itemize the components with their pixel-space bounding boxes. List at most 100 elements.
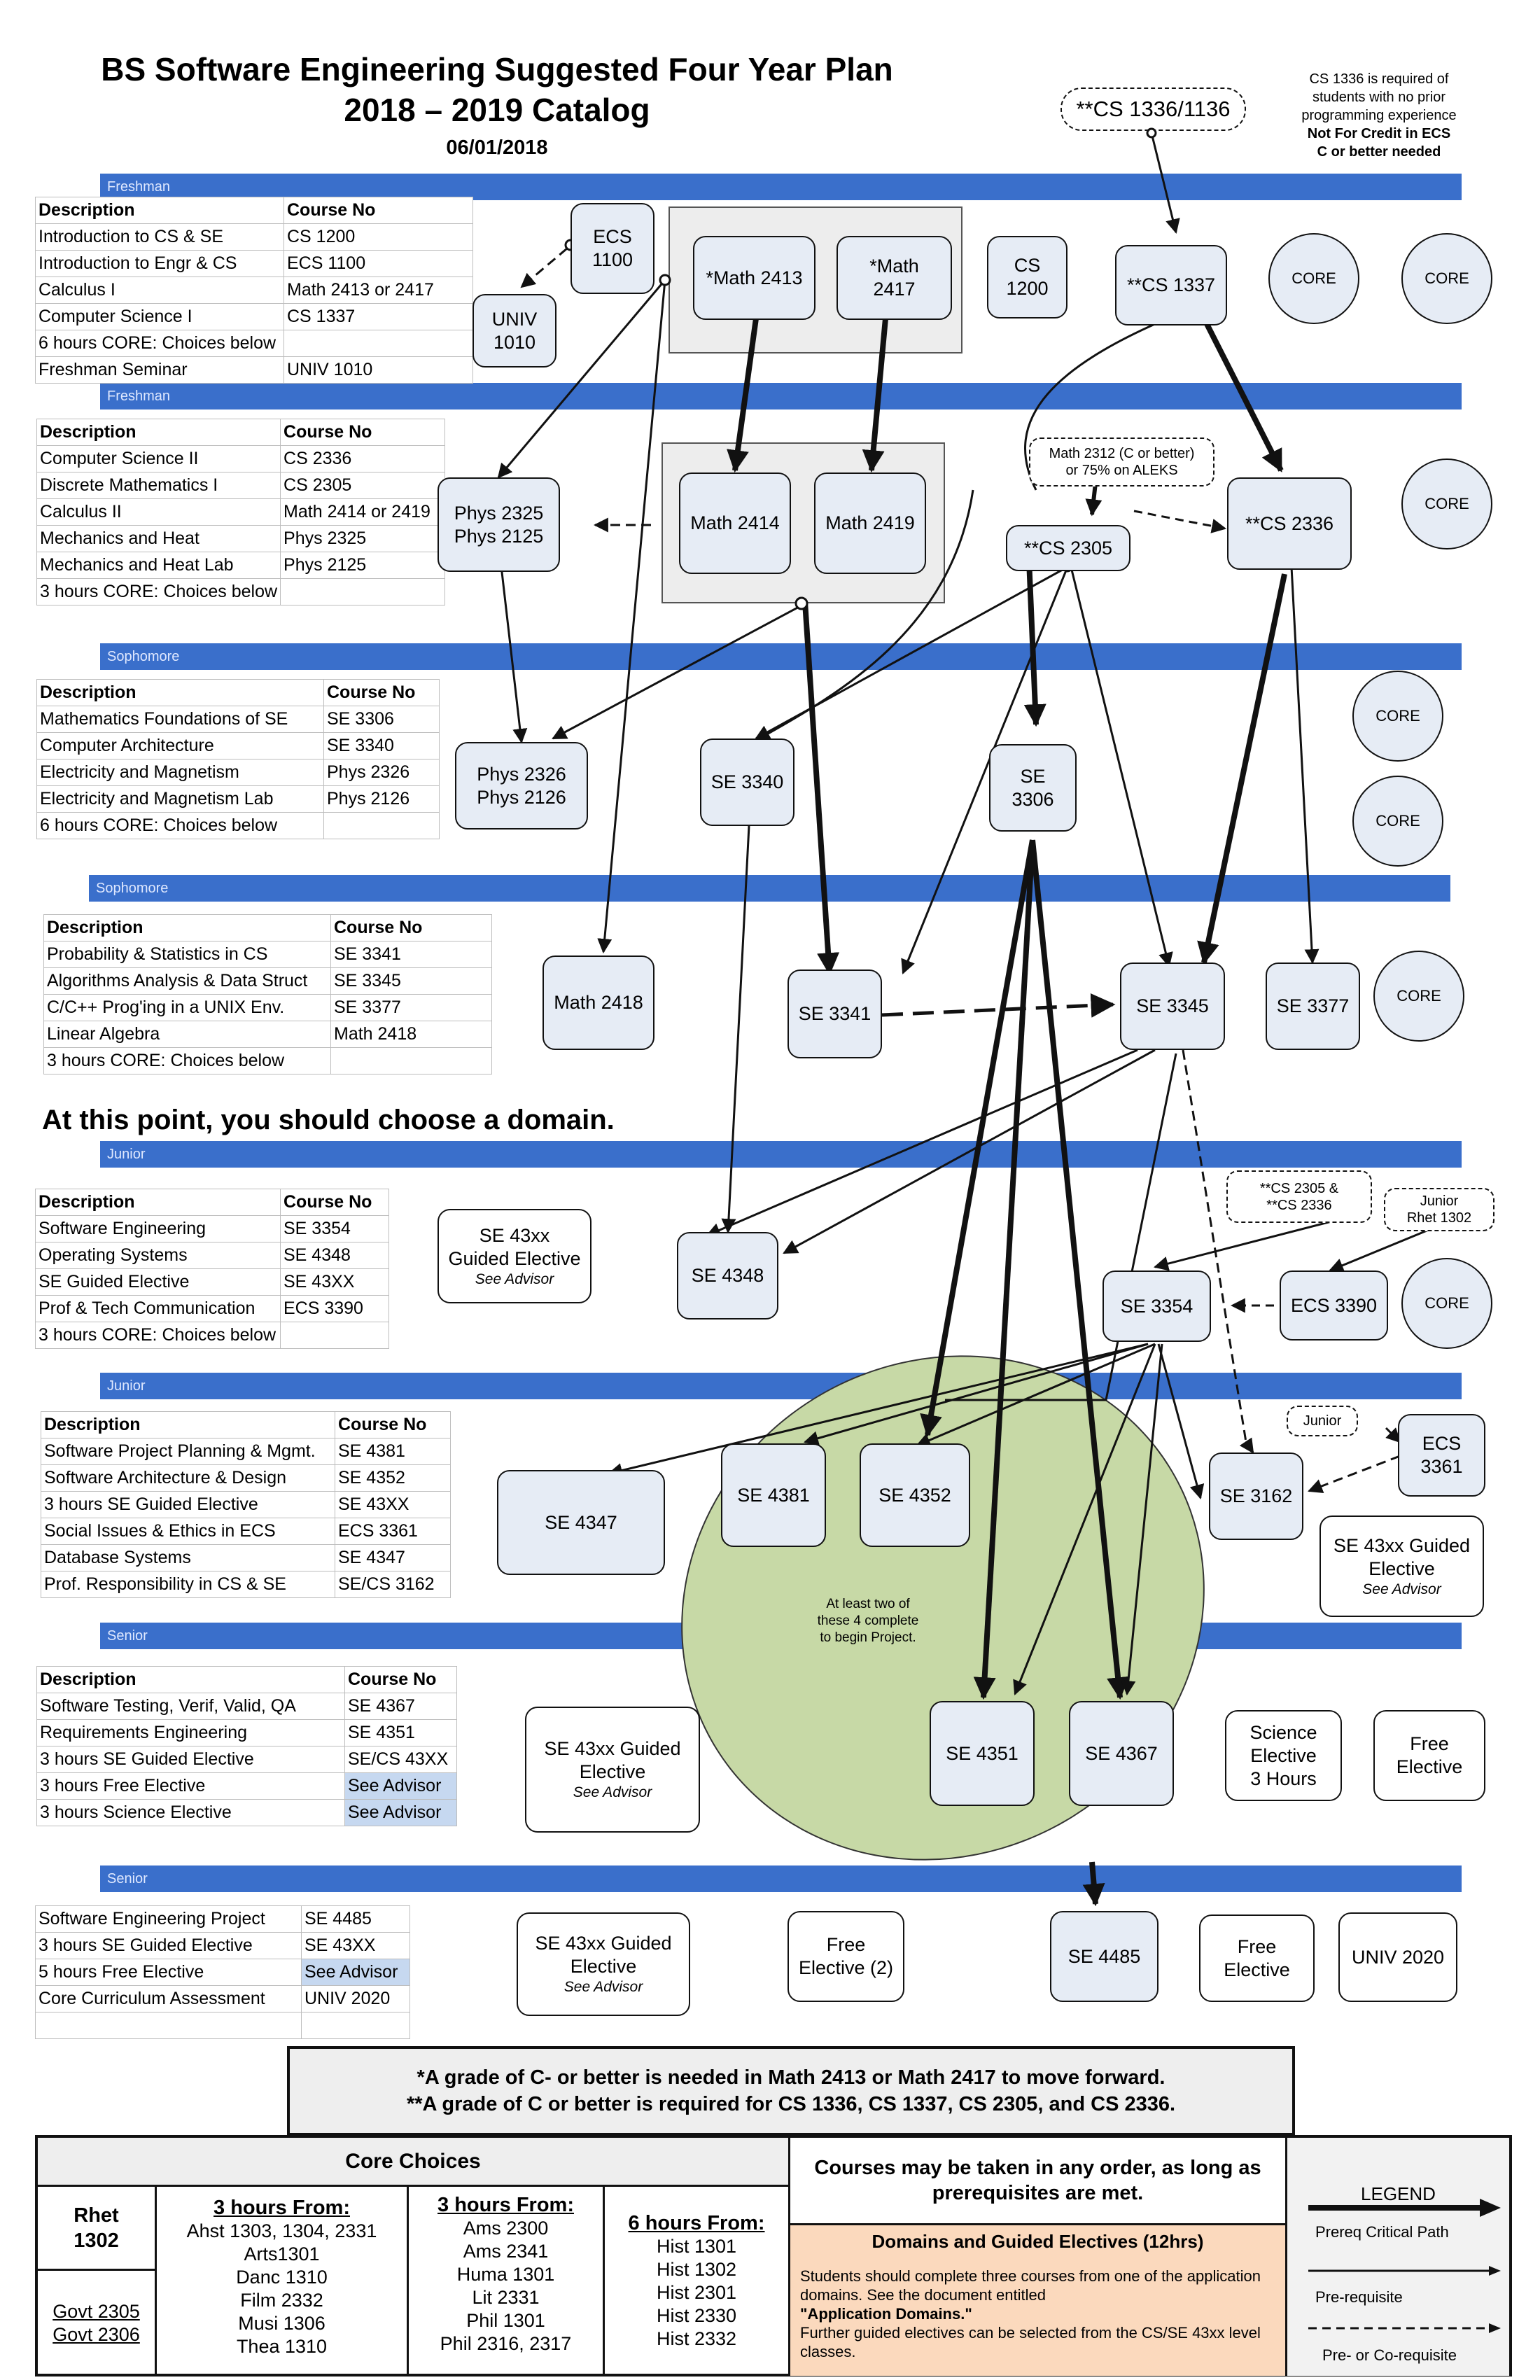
grade-note-line: **A grade of C or better is required for…: [406, 2093, 1176, 2115]
course-no: SE 4351: [344, 1719, 457, 1746]
any-order-note: Courses may be taken in any order, as lo…: [790, 2138, 1287, 2225]
node-se4381[interactable]: SE 4381: [721, 1443, 826, 1547]
node-se3345[interactable]: SE 3345: [1120, 962, 1225, 1050]
band-senior-2: Senior: [100, 1865, 1462, 1892]
hdr-desc: Description: [36, 679, 324, 706]
course-desc: Probability & Statistics in CS: [43, 941, 331, 968]
node-se4352[interactable]: SE 4352: [860, 1443, 970, 1547]
node-ecs3390[interactable]: ECS 3390: [1280, 1270, 1388, 1340]
core-circle[interactable]: CORE: [1373, 951, 1464, 1042]
guided-elective-label: SE 43xx Guided Elective: [448, 1224, 581, 1269]
node-se3377[interactable]: SE 3377: [1266, 962, 1360, 1050]
node-phys2326[interactable]: Phys 2326 Phys 2126: [455, 742, 588, 830]
band-junior-1: Junior: [100, 1141, 1462, 1168]
legend: LEGEND Prereq Critical Path Pre-requisit…: [1287, 2138, 1509, 2376]
node-phys2325[interactable]: Phys 2325 Phys 2125: [438, 477, 560, 572]
node-univ1010[interactable]: UNIV 1010: [472, 294, 556, 368]
node-math2413[interactable]: *Math 2413: [693, 236, 816, 320]
see-advisor-note: See Advisor: [475, 1270, 554, 1287]
node-math2414[interactable]: Math 2414: [679, 472, 791, 574]
hdr-desc: Description: [36, 1666, 345, 1693]
node-ecs1100[interactable]: ECS 1100: [570, 203, 654, 294]
node-math2418[interactable]: Math 2418: [542, 955, 654, 1050]
course-no: [323, 812, 440, 839]
govt-courses: Govt 2305 Govt 2306: [38, 2271, 157, 2376]
node-cs2336[interactable]: **CS 2336: [1227, 477, 1352, 570]
node-se4485[interactable]: SE 4485: [1050, 1911, 1158, 2002]
node-se4347[interactable]: SE 4347: [497, 1470, 665, 1575]
note-line: CS 1336 is required of: [1309, 71, 1449, 87]
course-no: Math 2418: [330, 1021, 492, 1048]
node-cs2305[interactable]: **CS 2305: [1006, 525, 1130, 571]
node-univ2020[interactable]: UNIV 2020: [1338, 1912, 1457, 2002]
course-no: SE 3377: [330, 994, 492, 1021]
core-circle[interactable]: CORE: [1352, 671, 1443, 762]
course-desc: Discrete Mathematics I: [36, 472, 281, 499]
node-guided-elective-a[interactable]: SE 43xx Guided Elective See Advisor: [438, 1209, 592, 1303]
node-guided-elective-d[interactable]: SE 43xx Guided Elective See Advisor: [517, 1912, 690, 2016]
node-se4351[interactable]: SE 4351: [930, 1701, 1035, 1806]
course-no: SE 4367: [344, 1693, 457, 1720]
node-guided-elective-c[interactable]: SE 43xx Guided Elective See Advisor: [525, 1707, 700, 1833]
course-desc: Linear Algebra: [43, 1021, 331, 1048]
node-cs1337[interactable]: **CS 1337: [1115, 245, 1227, 326]
course-no: CS 2305: [280, 472, 446, 499]
node-se3340[interactable]: SE 3340: [700, 738, 794, 826]
course-no: [301, 2012, 410, 2039]
course-no: ECS 1100: [284, 250, 473, 277]
node-se3306[interactable]: SE 3306: [989, 744, 1077, 832]
course-desc: Electricity and Magnetism Lab: [36, 785, 324, 813]
core-col-3: 6 hours From: Hist 1301 Hist 1302 Hist 2…: [605, 2187, 790, 2376]
node-se4367[interactable]: SE 4367: [1069, 1701, 1174, 1806]
band-sophomore-1: Sophomore: [100, 643, 1462, 670]
course-no: SE 3354: [280, 1215, 389, 1242]
course-desc: Software Architecture & Design: [41, 1464, 335, 1492]
course-desc: Software Engineering: [35, 1215, 281, 1242]
node-se4348[interactable]: SE 4348: [677, 1232, 778, 1320]
node-free-elective[interactable]: Free Elective: [1373, 1710, 1485, 1801]
node-cs1200[interactable]: CS 1200: [987, 236, 1068, 318]
core-col-list: Hist 1301 Hist 1302 Hist 2301 Hist 2330 …: [656, 2236, 737, 2349]
node-science-elective[interactable]: Science Elective 3 Hours: [1225, 1710, 1342, 1801]
plan-date: 06/01/2018: [446, 136, 548, 159]
course-no: Phys 2325: [280, 525, 446, 552]
hdr-desc: Description: [41, 1411, 335, 1438]
node-math2417[interactable]: *Math 2417: [836, 236, 952, 320]
course-no: SE 43XX: [335, 1491, 451, 1518]
node-se3162[interactable]: SE 3162: [1209, 1452, 1303, 1540]
core-circle[interactable]: CORE: [1352, 776, 1443, 867]
catalog-year: 2018 – 2019 Catalog: [344, 92, 650, 128]
node-free-elective-3[interactable]: Free Elective: [1199, 1914, 1315, 2002]
domains-title: Domains and Guided Electives (12hrs): [872, 2231, 1204, 2252]
legend-critical-label: Prereq Critical Path: [1315, 2223, 1449, 2241]
course-desc: C/C++ Prog'ing in a UNIX Env.: [43, 994, 331, 1021]
node-free-elective-2[interactable]: Free Elective (2): [788, 1911, 904, 2002]
core-col-header: 3 hours From:: [438, 2194, 574, 2216]
course-no: Phys 2125: [280, 552, 446, 579]
core-circle[interactable]: CORE: [1401, 1258, 1492, 1349]
course-no: [280, 578, 446, 606]
cs2305-cs2336-note: **CS 2305 & **CS 2336: [1226, 1170, 1372, 1223]
course-no: [330, 1047, 492, 1074]
node-se3341[interactable]: SE 3341: [788, 969, 882, 1058]
node-math2419[interactable]: Math 2419: [814, 472, 926, 574]
node-se3354[interactable]: SE 3354: [1102, 1270, 1211, 1342]
hdr-course: Course No: [280, 419, 446, 446]
course-desc: Computer Architecture: [36, 732, 324, 760]
node-guided-elective-b[interactable]: SE 43xx Guided Elective See Advisor: [1320, 1516, 1484, 1617]
core-circle[interactable]: CORE: [1401, 233, 1492, 324]
course-no: UNIV 2020: [301, 1985, 410, 2012]
core-circle[interactable]: CORE: [1268, 233, 1359, 324]
domains-box: Domains and Guided Electives (12hrs) Stu…: [790, 2225, 1287, 2376]
critical-path-arrow-icon: [1308, 2199, 1501, 2217]
node-ecs3361[interactable]: ECS 3361: [1398, 1414, 1485, 1497]
coreq-arrow-icon: [1308, 2323, 1501, 2333]
course-no: SE 4485: [301, 1905, 410, 1933]
core-circle[interactable]: CORE: [1401, 458, 1492, 550]
see-advisor-note: See Advisor: [573, 1784, 652, 1800]
prereq-arrow-icon: [1308, 2266, 1501, 2276]
